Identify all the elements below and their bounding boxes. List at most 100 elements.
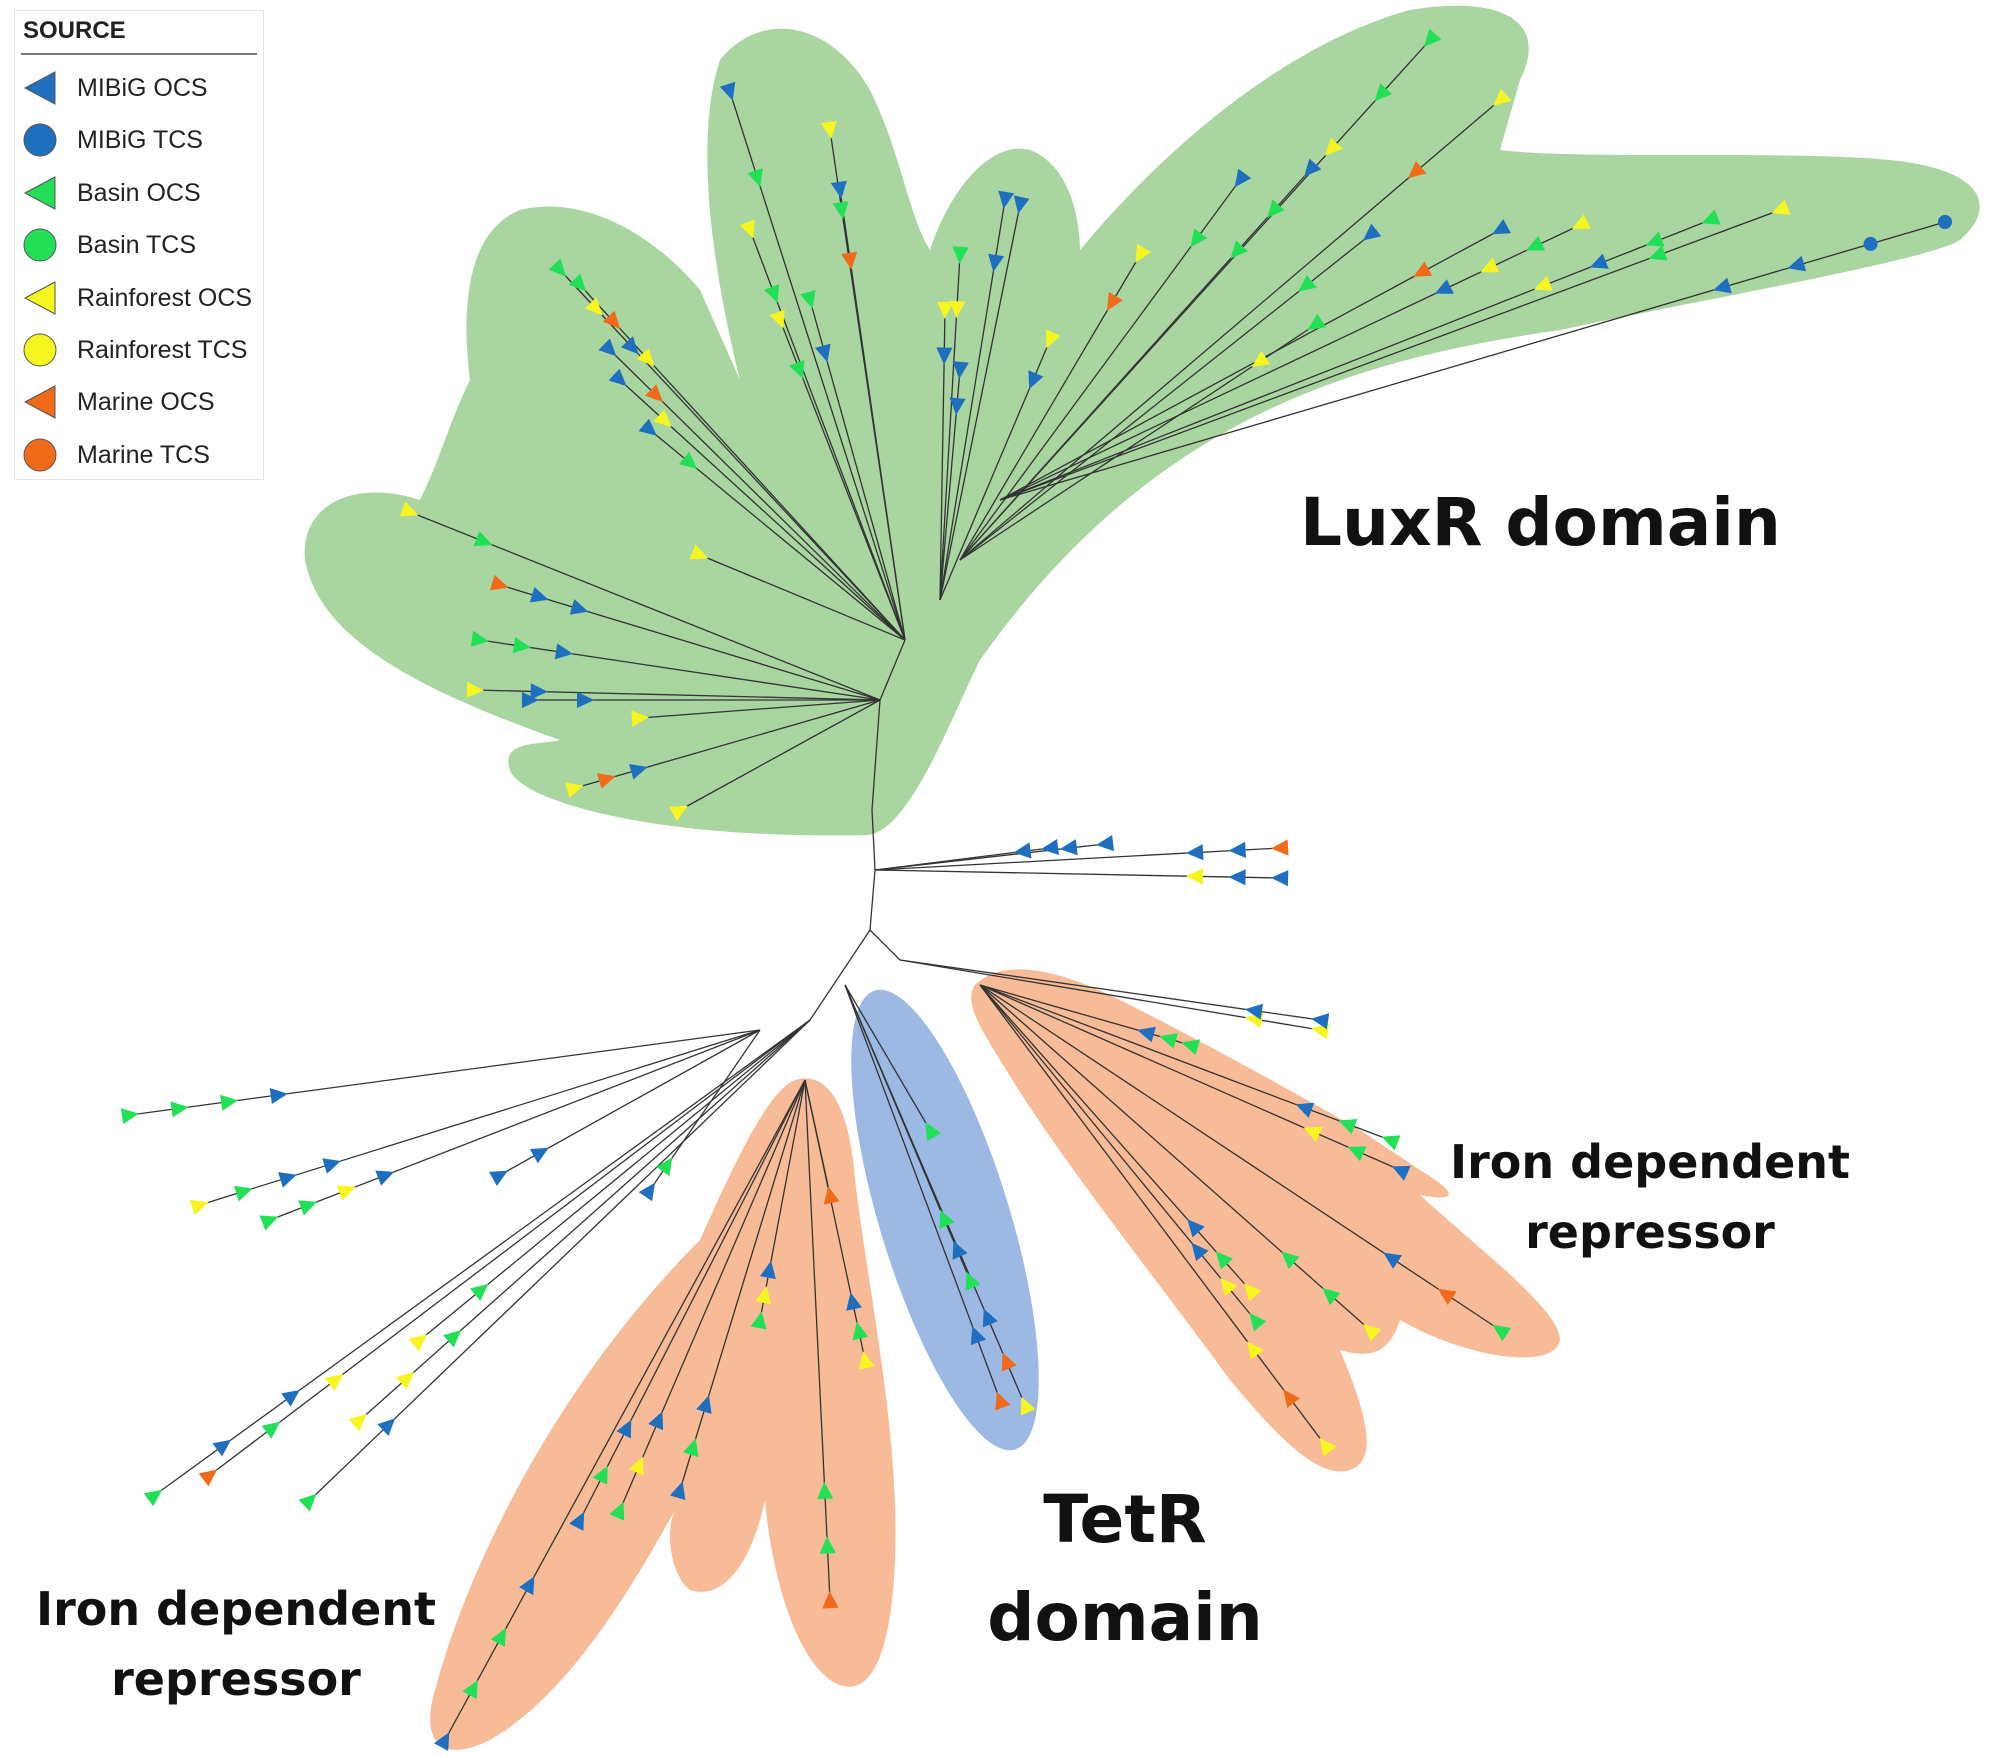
tip-triangle bbox=[1338, 1119, 1358, 1135]
legend-label: Rainforest OCS bbox=[77, 283, 253, 312]
tip-triangle bbox=[529, 587, 549, 603]
tip-triangle bbox=[1307, 313, 1327, 330]
tip-triangle bbox=[817, 1481, 834, 1500]
tip-triangle bbox=[841, 251, 858, 270]
tip-triangle bbox=[234, 1185, 253, 1202]
tip-triangle bbox=[653, 409, 672, 427]
legend-item: MIBiG TCS bbox=[15, 113, 263, 165]
tip-triangle bbox=[789, 359, 805, 379]
tip-triangle bbox=[408, 1334, 427, 1352]
branch bbox=[979, 984, 1251, 1291]
tip-triangle bbox=[1159, 1033, 1178, 1049]
tip-triangle bbox=[822, 1591, 839, 1609]
tip-triangle bbox=[470, 630, 489, 647]
legend-triangle-icon bbox=[23, 280, 56, 315]
tip-triangle bbox=[769, 309, 785, 329]
branch bbox=[959, 39, 1431, 561]
tip-triangle bbox=[598, 338, 617, 357]
legend-item: Basin OCS bbox=[15, 166, 263, 218]
branch bbox=[871, 809, 876, 871]
branch bbox=[619, 1079, 806, 1511]
tip-triangle bbox=[1271, 839, 1289, 856]
legend-circle-icon bbox=[23, 123, 57, 157]
tip-triangle bbox=[298, 1200, 317, 1216]
tip-triangle bbox=[1234, 168, 1252, 188]
legend-triangle-icon bbox=[23, 175, 56, 210]
tip-triangle bbox=[278, 1172, 297, 1188]
branch bbox=[804, 1079, 831, 1601]
legend-title: SOURCE bbox=[23, 17, 126, 44]
tip-triangle bbox=[322, 1158, 341, 1174]
branch bbox=[979, 984, 1371, 1331]
branch bbox=[979, 984, 1391, 1141]
tip-triangle bbox=[568, 273, 587, 292]
tip-triangle bbox=[764, 284, 780, 303]
legend-item: Rainforest TCS bbox=[15, 323, 263, 375]
tip-triangle bbox=[1408, 161, 1427, 179]
tip-triangle bbox=[259, 1215, 279, 1231]
tip-triangle bbox=[949, 300, 966, 319]
tip-triangle bbox=[1283, 1389, 1301, 1408]
tip-triangle bbox=[830, 180, 847, 199]
tip-triangle bbox=[648, 1411, 664, 1431]
branch bbox=[979, 984, 1401, 1171]
tip-triangle bbox=[952, 361, 969, 379]
tip-triangle bbox=[1137, 1026, 1156, 1043]
tip-triangle bbox=[800, 290, 816, 309]
tip-triangle bbox=[1434, 279, 1454, 294]
legend-triangle-icon bbox=[23, 71, 56, 105]
tip-triangle bbox=[1251, 350, 1271, 367]
tip-triangle bbox=[120, 1108, 139, 1125]
branch bbox=[839, 929, 871, 976]
legend-circle-icon bbox=[23, 438, 57, 472]
legend-label: Basin OCS bbox=[77, 178, 201, 207]
tip-triangle bbox=[1713, 277, 1732, 294]
tip-triangle bbox=[1437, 1288, 1457, 1305]
tip-triangle bbox=[750, 1311, 767, 1330]
tip-triangle bbox=[1787, 255, 1807, 272]
tip-triangle bbox=[1589, 253, 1609, 269]
tip-triangle bbox=[490, 1628, 506, 1647]
branch bbox=[979, 984, 1326, 1446]
tip-triangle bbox=[1645, 231, 1665, 247]
branch bbox=[979, 984, 1191, 1046]
tip-triangle bbox=[170, 1101, 189, 1118]
tip-triangle bbox=[925, 1122, 942, 1142]
tip-triangle bbox=[669, 805, 688, 821]
tip-triangle bbox=[1186, 868, 1204, 885]
tip-triangle bbox=[678, 451, 698, 469]
tip-triangle bbox=[631, 710, 649, 727]
branch bbox=[804, 1079, 831, 1196]
tip-triangle bbox=[1480, 257, 1500, 273]
label-iron-right-line1: Iron dependent bbox=[1450, 1135, 1850, 1189]
tip-triangle bbox=[1181, 1039, 1200, 1055]
tip-triangle bbox=[832, 201, 849, 220]
tip-triangle bbox=[638, 1182, 656, 1202]
tip-triangle bbox=[1295, 1102, 1315, 1118]
tip-triangle bbox=[1391, 1165, 1411, 1181]
tip-triangle bbox=[1492, 1325, 1512, 1342]
tree-tips bbox=[120, 28, 1952, 1751]
branch bbox=[639, 699, 881, 719]
tip-triangle bbox=[143, 1489, 163, 1507]
branch bbox=[359, 1019, 811, 1421]
tip-triangle bbox=[952, 246, 969, 264]
tip-triangle bbox=[281, 1390, 300, 1407]
tip-triangle bbox=[939, 1209, 955, 1229]
branch bbox=[559, 269, 906, 641]
clade-iron-right-background bbox=[971, 969, 1560, 1472]
branch bbox=[939, 204, 1021, 601]
tip-triangle bbox=[852, 1321, 869, 1341]
tip-triangle bbox=[636, 348, 655, 367]
branch bbox=[574, 699, 881, 789]
tip-triangle bbox=[1322, 1287, 1341, 1306]
tip-triangle bbox=[755, 1286, 772, 1305]
tip-triangle bbox=[683, 1438, 699, 1458]
branch bbox=[869, 929, 901, 961]
tip-triangle bbox=[669, 1481, 686, 1501]
tip-triangle bbox=[1267, 199, 1285, 218]
tip-triangle bbox=[1135, 243, 1152, 263]
tip-triangle bbox=[1526, 235, 1546, 251]
